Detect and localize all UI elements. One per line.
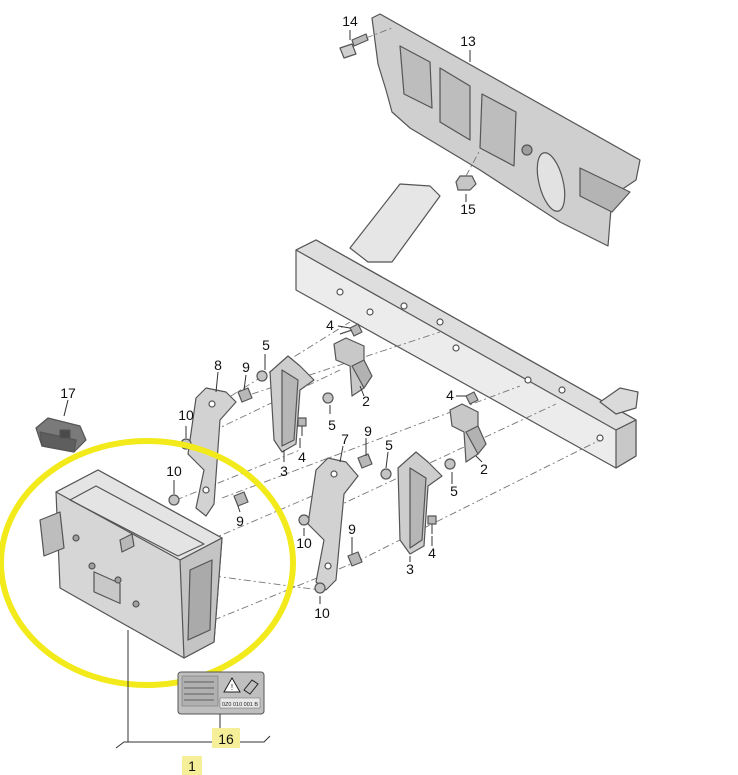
fasteners [168,323,479,594]
callout-10b: 10 [166,463,182,479]
part-13-underbody-panel [371,13,641,247]
part-17-connector [35,417,87,453]
hand-warning-icon [243,679,259,695]
part-3-support-upper [269,355,315,453]
callout-9a: 9 [242,359,250,375]
highlight-ellipse [0,438,296,688]
part-16-warning-label: ! 0Z0 010 001 B [177,671,265,715]
callout-9c: 9 [236,513,244,529]
part-2-bracket-lower [449,403,487,463]
callout-10c: 10 [296,535,312,551]
part-2-bracket-upper [333,337,373,397]
part-1-control-unit [39,469,223,659]
leader-lines [63,30,483,749]
callout-9d: 9 [348,521,356,537]
part-15-nut [455,149,481,191]
callout-16-highlight [212,728,240,748]
callout-13: 13 [460,33,476,49]
part-14-bolt [339,27,393,59]
label-part-number: 0Z0 010 001 B [222,702,258,708]
callout-4a: 4 [326,317,334,333]
callout-17: 17 [60,385,76,401]
callout-10d: 10 [314,605,330,621]
callout-5b: 5 [328,417,336,433]
callout-5a: 5 [262,337,270,353]
callout-5c: 5 [385,437,393,453]
callout-8: 8 [214,357,222,373]
callout-numbers: 14 13 15 4 5 8 9 17 2 4 10 5 7 9 5 4 3 2… [60,13,488,774]
callout-3b: 3 [406,561,414,577]
warning-triangle-icon [223,676,241,693]
callout-14: 14 [342,13,358,29]
callout-4d: 4 [428,545,436,561]
callout-15: 15 [460,201,476,217]
svg-text:!: ! [231,683,233,692]
callout-4b: 4 [446,387,454,403]
callout-7: 7 [341,431,349,447]
callout-16: 16 [218,731,234,747]
callout-4c: 4 [298,449,306,465]
callout-9b: 9 [364,423,372,439]
cross-member [295,183,639,469]
callout-10a: 10 [178,407,194,423]
callout-3a: 3 [280,463,288,479]
callout-2b: 2 [480,461,488,477]
callout-5d: 5 [450,483,458,499]
part-3-support-lower [397,451,443,555]
callout-1: 1 [188,758,196,774]
callout-2a: 2 [362,393,370,409]
callout-1-highlight [182,756,202,775]
